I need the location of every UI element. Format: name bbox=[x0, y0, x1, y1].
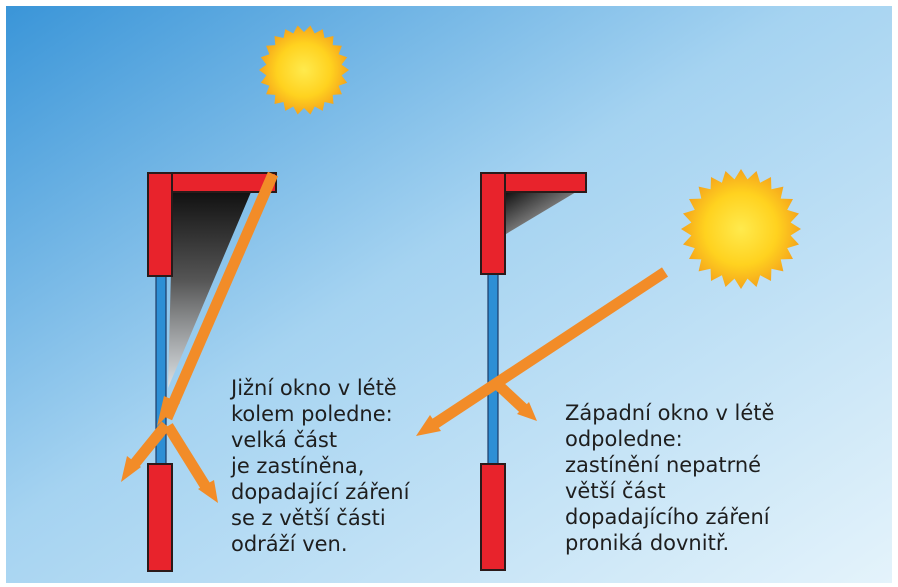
south-reflected-ray bbox=[127, 421, 171, 471]
west-incoming-arrowhead bbox=[416, 415, 441, 436]
south-incoming-arrowhead bbox=[157, 396, 180, 426]
south-overhang bbox=[171, 172, 277, 193]
caption-line: odráží ven. bbox=[231, 532, 348, 556]
south-incoming-ray bbox=[161, 171, 279, 421]
south-reflected-arrowhead bbox=[121, 456, 141, 482]
south-frame-bottom bbox=[147, 463, 173, 572]
south-transmitted-ray bbox=[163, 423, 211, 490]
caption-line: Západní okno v létě bbox=[565, 401, 775, 425]
west-overhang bbox=[504, 172, 587, 193]
west-window bbox=[480, 172, 587, 571]
south-window-caption: Jižní okno v létě kolem poledne: velká č… bbox=[231, 375, 409, 557]
west-reflected-arrowhead bbox=[517, 402, 537, 421]
caption-line: odpoledne: bbox=[565, 427, 683, 451]
caption-line: zastínění nepatrné bbox=[565, 453, 762, 477]
caption-line: se z větší části bbox=[231, 506, 386, 530]
caption-line: větší část bbox=[565, 479, 666, 503]
caption-line: Jižní okno v létě bbox=[231, 376, 397, 400]
south-transmitted-arrowhead bbox=[198, 480, 218, 503]
south-window bbox=[147, 172, 277, 572]
west-shadow bbox=[506, 192, 576, 234]
sun-icon bbox=[259, 25, 349, 115]
caption-line: dopadajícího záření bbox=[565, 505, 770, 529]
west-frame-bottom bbox=[480, 463, 506, 571]
caption-line: proniká dovnitř. bbox=[565, 531, 730, 555]
west-reflected-ray bbox=[491, 377, 528, 414]
south-frame-top bbox=[147, 172, 173, 277]
west-window-caption: Západní okno v létě odpoledne: zastínění… bbox=[565, 400, 774, 556]
west-glass bbox=[487, 273, 499, 465]
west-frame-top bbox=[480, 172, 506, 275]
caption-line: velká část bbox=[231, 428, 338, 452]
caption-line: dopadající záření bbox=[231, 480, 410, 504]
south-shadow bbox=[168, 192, 251, 388]
caption-line: kolem poledne: bbox=[231, 402, 393, 426]
caption-line: je zastíněna, bbox=[231, 454, 365, 478]
west-incoming-ray bbox=[429, 267, 669, 430]
sun-icon bbox=[681, 169, 801, 289]
